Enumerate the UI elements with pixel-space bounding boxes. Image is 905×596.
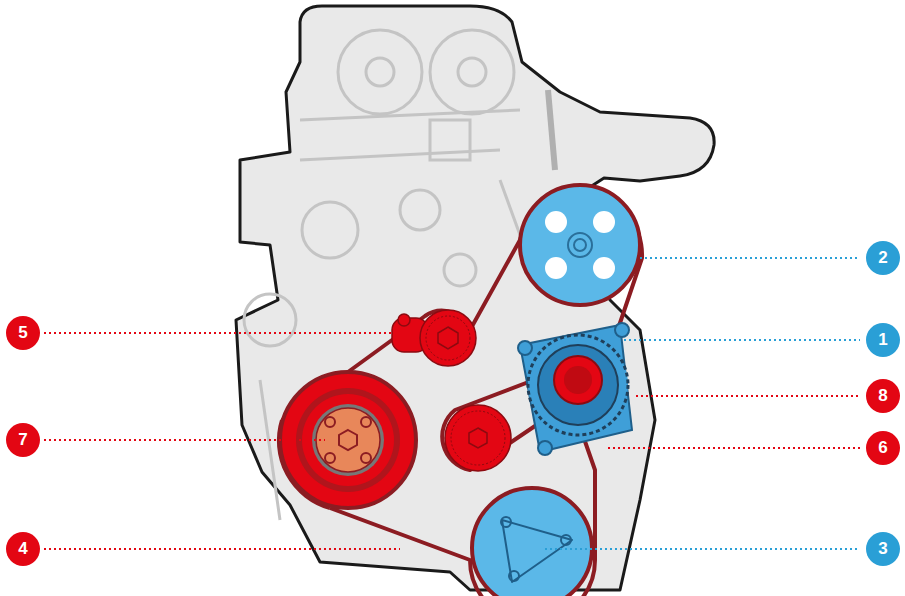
callout-number: 3 <box>866 532 900 566</box>
tensioner <box>392 310 476 366</box>
callout-number: 8 <box>866 379 900 413</box>
alternator-pulley <box>554 356 602 404</box>
callout-number: 1 <box>866 323 900 357</box>
alternator <box>518 323 632 455</box>
engine-details <box>244 30 555 520</box>
callout-number: 5 <box>6 316 40 350</box>
callout-number: 7 <box>6 423 40 457</box>
callout-number: 4 <box>6 532 40 566</box>
water-pump-pulley <box>520 185 640 305</box>
engine-outline <box>236 6 714 590</box>
idler-pulley <box>445 405 511 471</box>
leader-lines <box>44 258 860 549</box>
callout-number: 6 <box>866 431 900 465</box>
drive-belt <box>279 193 642 596</box>
callout-number: 2 <box>866 241 900 275</box>
ac-compressor <box>472 488 592 596</box>
